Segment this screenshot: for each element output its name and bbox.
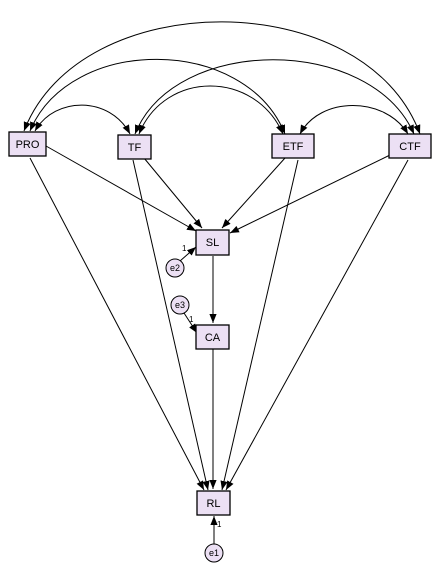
path-tf-sl <box>143 157 203 229</box>
cov-tf-ctf <box>134 59 415 135</box>
node-ca: CA <box>195 324 230 350</box>
node-pro: PRO <box>8 131 47 157</box>
node-tf: TF <box>117 134 152 160</box>
path-pro-rl <box>29 157 205 491</box>
cov-etf-ctf <box>299 105 409 135</box>
node-tf-label: TF <box>128 142 142 154</box>
weight-e3: 1 <box>189 315 194 324</box>
regression-paths <box>29 145 409 545</box>
node-etf-label: ETF <box>283 141 304 153</box>
path-e3-ca <box>183 312 198 334</box>
node-sl: SL <box>195 229 230 256</box>
error-e1-label: e1 <box>209 548 219 558</box>
node-etf: ETF <box>271 133 315 159</box>
cov-pro-tf <box>34 104 131 135</box>
error-e2-label: e2 <box>170 263 180 273</box>
path-ctf-sl <box>229 154 391 234</box>
weight-e2: 1 <box>182 244 187 253</box>
error-e3: e3 <box>170 295 190 315</box>
cov-pro-ctf <box>23 21 421 135</box>
node-pro-label: PRO <box>16 139 40 151</box>
node-ctf: CTF <box>388 133 432 159</box>
cov-tf-etf <box>138 85 284 135</box>
path-tf-rl <box>132 159 210 491</box>
path-e2-sl <box>179 246 197 262</box>
path-ctf-rl <box>225 159 409 491</box>
path-etf-sl <box>221 157 286 229</box>
weight-e1: 1 <box>217 520 222 529</box>
node-rl-label: RL <box>206 498 220 510</box>
path-pro-sl <box>45 145 197 232</box>
node-rl: RL <box>196 490 231 516</box>
node-ctf-label: CTF <box>399 141 421 153</box>
error-e2: e2 <box>165 258 185 278</box>
covariance-arcs <box>23 21 421 135</box>
cov-pro-etf <box>29 58 286 135</box>
error-e1: e1 <box>204 543 224 563</box>
node-sl-label: SL <box>206 237 219 249</box>
path-etf-rl <box>220 159 299 491</box>
node-ca-label: CA <box>205 332 221 344</box>
error-e3-label: e3 <box>175 300 185 310</box>
